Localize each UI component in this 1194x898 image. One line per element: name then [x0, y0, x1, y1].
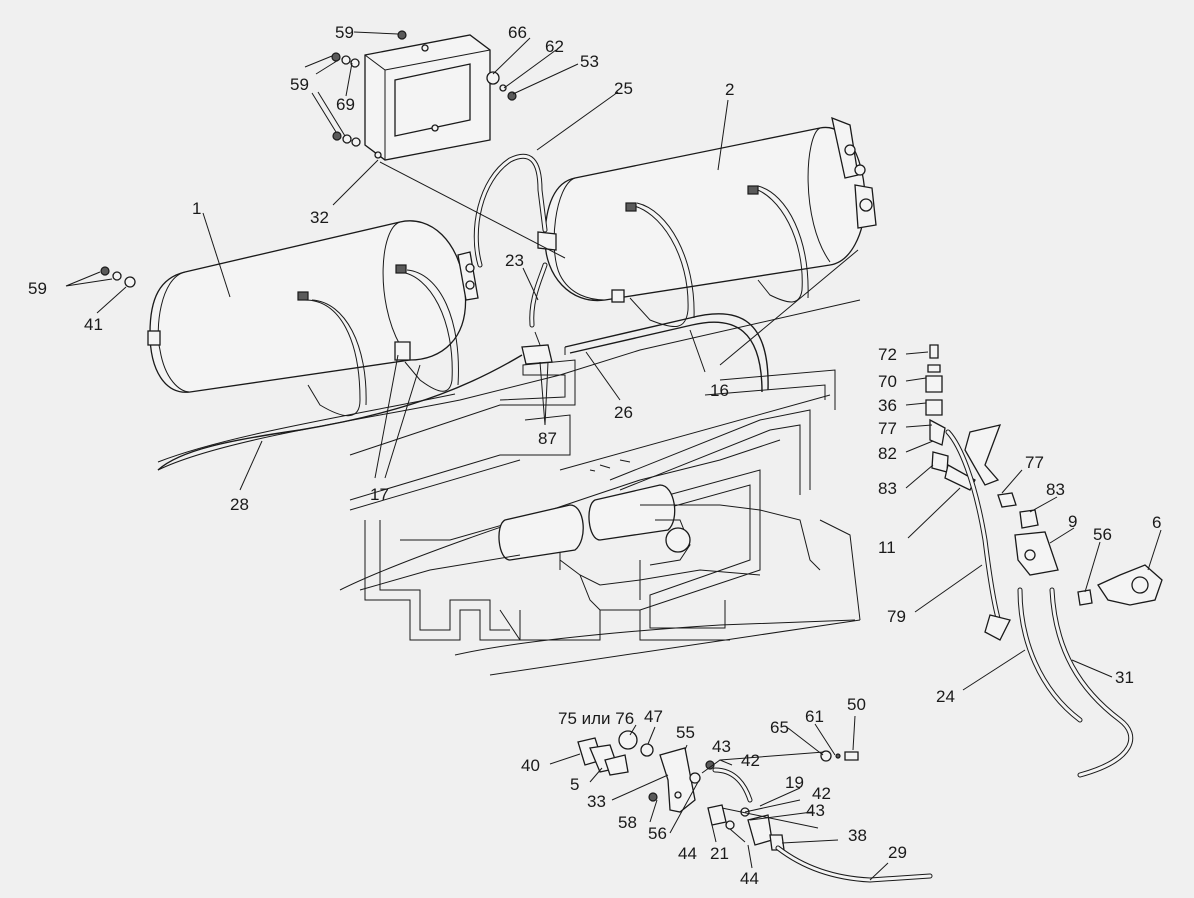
label-55: 55	[676, 723, 695, 742]
label-26: 26	[614, 403, 633, 422]
label-38: 38	[848, 826, 867, 845]
right-assembly	[925, 344, 1163, 778]
label-21: 21	[710, 844, 729, 863]
chassis-view	[359, 484, 821, 611]
label-58: 58	[618, 813, 637, 832]
label-5: 5	[570, 775, 579, 794]
label-33: 33	[587, 792, 606, 811]
label-42-bottom: 42	[812, 784, 831, 803]
label-75-76: 75 или 76	[558, 709, 634, 728]
label-16: 16	[710, 381, 729, 400]
label-1: 1	[192, 199, 201, 218]
label-59-left: 59	[290, 75, 309, 94]
label-83-right: 83	[1046, 480, 1065, 499]
label-29: 29	[888, 843, 907, 862]
label-32: 32	[310, 208, 329, 227]
bottom-assembly	[577, 730, 933, 883]
label-50: 50	[847, 695, 866, 714]
label-36: 36	[878, 396, 897, 415]
label-69: 69	[336, 95, 355, 114]
label-44-left: 44	[678, 844, 697, 863]
label-59-top: 59	[335, 23, 354, 42]
label-17: 17	[370, 485, 389, 504]
label-82: 82	[878, 444, 897, 463]
label-47: 47	[644, 707, 663, 726]
label-43-top: 43	[712, 737, 731, 756]
label-87: 87	[538, 429, 557, 448]
fasteners	[100, 30, 517, 288]
label-24: 24	[936, 687, 955, 706]
label-83-left: 83	[878, 479, 897, 498]
label-59-tank: 59	[28, 279, 47, 298]
label-44-right: 44	[740, 869, 759, 888]
label-43-bottom: 43	[806, 801, 825, 820]
leader-lines	[65, 31, 1162, 881]
label-56-bottom: 56	[648, 824, 667, 843]
label-61: 61	[805, 707, 824, 726]
label-77-left: 77	[878, 419, 897, 438]
label-23: 23	[505, 251, 524, 270]
label-70: 70	[878, 372, 897, 391]
label-6: 6	[1152, 513, 1161, 532]
label-40: 40	[521, 756, 540, 775]
label-56-right: 56	[1093, 525, 1112, 544]
label-11: 11	[878, 538, 896, 557]
label-42-top: 42	[741, 751, 760, 770]
label-28: 28	[230, 495, 249, 514]
air-tank-1	[147, 220, 479, 417]
label-65: 65	[770, 718, 789, 737]
label-79: 79	[887, 607, 906, 626]
vehicle-frame-outline	[157, 299, 861, 676]
mounting-bracket	[364, 34, 491, 161]
label-62: 62	[545, 37, 564, 56]
label-25: 25	[614, 79, 633, 98]
hoses	[157, 153, 769, 471]
label-77-right: 77	[1025, 453, 1044, 472]
air-tank-2	[544, 116, 877, 328]
label-53: 53	[580, 52, 599, 71]
label-66: 66	[508, 23, 527, 42]
label-19: 19	[785, 773, 804, 792]
label-2: 2	[725, 80, 734, 99]
label-72: 72	[878, 345, 897, 364]
label-9: 9	[1068, 512, 1077, 531]
label-31: 31	[1115, 668, 1134, 687]
label-41: 41	[84, 315, 103, 334]
callout-labels: 59 66 62 53 59 69 25 2 1 32 23 59 41 72 …	[28, 23, 1161, 888]
